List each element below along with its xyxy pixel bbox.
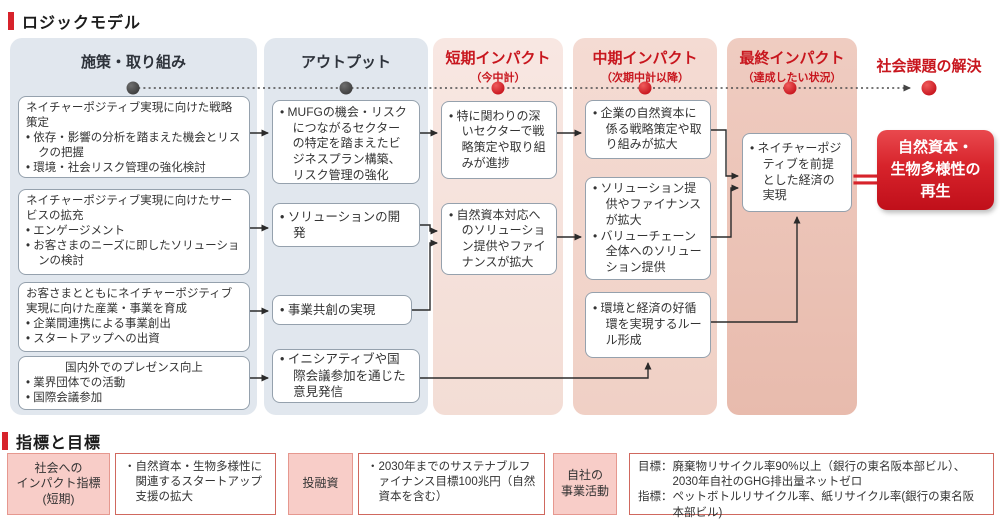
indicator-value-investment: ・2030年までのサステナブルファイナンス目標100兆円（自然資本を含む） bbox=[358, 453, 545, 515]
box-item: 特に関わりの深いセクターで戦略策定や取り組みが進捗 bbox=[449, 109, 549, 172]
box-item: 自然資本対応へのソリューション提供やファイナンスが拡大 bbox=[449, 208, 549, 271]
indicator-item: 指標：ペットボトルリサイクル率、紙リサイクル率(銀行の東名阪本部ビル) bbox=[638, 491, 975, 519]
box-item: 企業の自然資本に係る戦略策定や取り組みが拡大 bbox=[593, 106, 703, 153]
milestone-dot-goal bbox=[921, 80, 937, 96]
box-item: バリューチェーン全体へのソリューション提供 bbox=[593, 229, 703, 276]
box-title: 国内外でのプレゼンス向上 bbox=[65, 362, 203, 374]
box-item: 国際会議参加 bbox=[26, 391, 242, 406]
box-item: 環境と経済の好循環を実現するルール形成 bbox=[593, 301, 703, 348]
section-logic-model-header: ロジックモデル bbox=[8, 9, 141, 33]
column-final-impact: 最終インパクト （達成したい状況） bbox=[727, 38, 857, 415]
box-item: MUFGの機会・リスクにつながるセクターの特定を踏まえたビジネスプラン構築、リス… bbox=[280, 105, 412, 184]
short-term-box-finance-expansion: 自然資本対応へのソリューション提供やファイナンスが拡大 bbox=[441, 203, 557, 275]
mid-term-box-value-chain: ソリューション提供やファイナンスが拡大 バリューチェーン全体へのソリューション提… bbox=[585, 177, 711, 280]
indicator-value-own-business: 目標：廃棄物リサイクル率90%以上（銀行の東名阪本部ビル）、2030年自社のGH… bbox=[629, 453, 994, 519]
box-item: ネイチャーポジティブを前提とした経済の実現 bbox=[750, 141, 844, 204]
red-accent-bar bbox=[8, 12, 14, 30]
box-item: スタートアップへの出資 bbox=[26, 332, 242, 347]
section-title: ロジックモデル bbox=[22, 15, 142, 32]
indicator-label-own-business: 自社の 事業活動 bbox=[553, 453, 617, 515]
output-box-business-plan: MUFGの機会・リスクにつながるセクターの特定を踏まえたビジネスプラン構築、リス… bbox=[272, 100, 420, 184]
initiative-box-presence: 国内外でのプレゼンス向上 業界団体での活動 国際会議参加 bbox=[18, 356, 250, 410]
mid-term-impact-header: 中期インパクト bbox=[592, 50, 698, 67]
indicator-label-social-impact: 社会への インパクト指標 (短期) bbox=[7, 453, 110, 515]
box-item: イニシアティブや国際会議参加を通じた意見発信 bbox=[280, 351, 412, 400]
indicator-label-investment: 投融資 bbox=[288, 453, 353, 515]
final-impact-box-economy: ネイチャーポジティブを前提とした経済の実現 bbox=[742, 133, 852, 212]
box-item: お客さまのニーズに即したソリューションの検討 bbox=[26, 239, 242, 269]
initiative-box-services: ネイチャーポジティブ実現に向けたサービスの拡充 エンゲージメント お客さまのニー… bbox=[18, 189, 250, 275]
mid-term-box-rule-formation: 環境と経済の好循環を実現するルール形成 bbox=[585, 292, 711, 358]
box-item: 事業共創の実現 bbox=[280, 302, 404, 318]
section-title: 指標と目標 bbox=[16, 435, 102, 452]
section-indicators-header: 指標と目標 bbox=[2, 429, 101, 453]
mid-term-box-strategy-expansion: 企業の自然資本に係る戦略策定や取り組みが拡大 bbox=[585, 100, 711, 159]
red-accent-bar bbox=[2, 432, 8, 450]
mid-term-impact-subheader: （次期中計以降） bbox=[601, 72, 689, 84]
initiative-box-business-development: お客さまとともにネイチャーポジティブ実現に向けた産業・事業を育成 企業間連携によ… bbox=[18, 282, 250, 352]
result-box-biodiversity-regeneration: 自然資本・ 生物多様性の 再生 bbox=[877, 130, 994, 210]
box-item: 依存・影響の分析を踏まえた機会とリスクの把握 bbox=[26, 131, 242, 161]
output-box-co-creation: 事業共創の実現 bbox=[272, 295, 412, 325]
final-impact-subheader: （達成したい状況） bbox=[742, 72, 842, 84]
final-impact-header: 最終インパクト bbox=[739, 50, 845, 67]
column-initiatives-header: 施策・取り組み bbox=[80, 54, 186, 71]
box-title: お客さまとともにネイチャーポジティブ実現に向けた産業・事業を育成 bbox=[26, 288, 233, 316]
column-output-header: アウトプット bbox=[300, 54, 391, 71]
box-item: 環境・社会リスク管理の強化検討 bbox=[26, 161, 242, 176]
social-issue-resolution-header: 社会課題の解決 bbox=[876, 58, 982, 75]
indicator-item: ・自然資本・生物多様性に関連するスタートアップ支援の拡大 bbox=[124, 461, 262, 504]
short-term-impact-header: 短期インパクト bbox=[445, 50, 551, 67]
box-item: ソリューション提供やファイナンスが拡大 bbox=[593, 181, 703, 228]
box-title: ネイチャーポジティブ実現に向けたサービスの拡充 bbox=[26, 195, 233, 223]
output-box-solution-development: ソリューションの開発 bbox=[272, 203, 420, 247]
box-item: ソリューションの開発 bbox=[280, 209, 412, 242]
indicator-item: ・2030年までのサステナブルファイナンス目標100兆円（自然資本を含む） bbox=[367, 461, 536, 504]
box-item: エンゲージメント bbox=[26, 224, 242, 239]
short-term-box-sector-progress: 特に関わりの深いセクターで戦略策定や取り組みが進捗 bbox=[441, 101, 557, 179]
box-item: 業界団体での活動 bbox=[26, 376, 242, 391]
indicator-value-social-impact: ・自然資本・生物多様性に関連するスタートアップ支援の拡大 bbox=[115, 453, 276, 515]
initiative-box-strategy: ネイチャーポジティブ実現に向けた戦略策定 依存・影響の分析を踏まえた機会とリスク… bbox=[18, 96, 250, 178]
box-title: ネイチャーポジティブ実現に向けた戦略策定 bbox=[26, 102, 233, 130]
box-item: 企業間連携による事業創出 bbox=[26, 317, 242, 332]
short-term-impact-subheader: （今中計） bbox=[470, 72, 526, 84]
output-box-opinion: イニシアティブや国際会議参加を通じた意見発信 bbox=[272, 349, 420, 403]
indicator-item: 目標：廃棄物リサイクル率90%以上（銀行の東名阪本部ビル）、2030年自社のGH… bbox=[638, 461, 966, 489]
